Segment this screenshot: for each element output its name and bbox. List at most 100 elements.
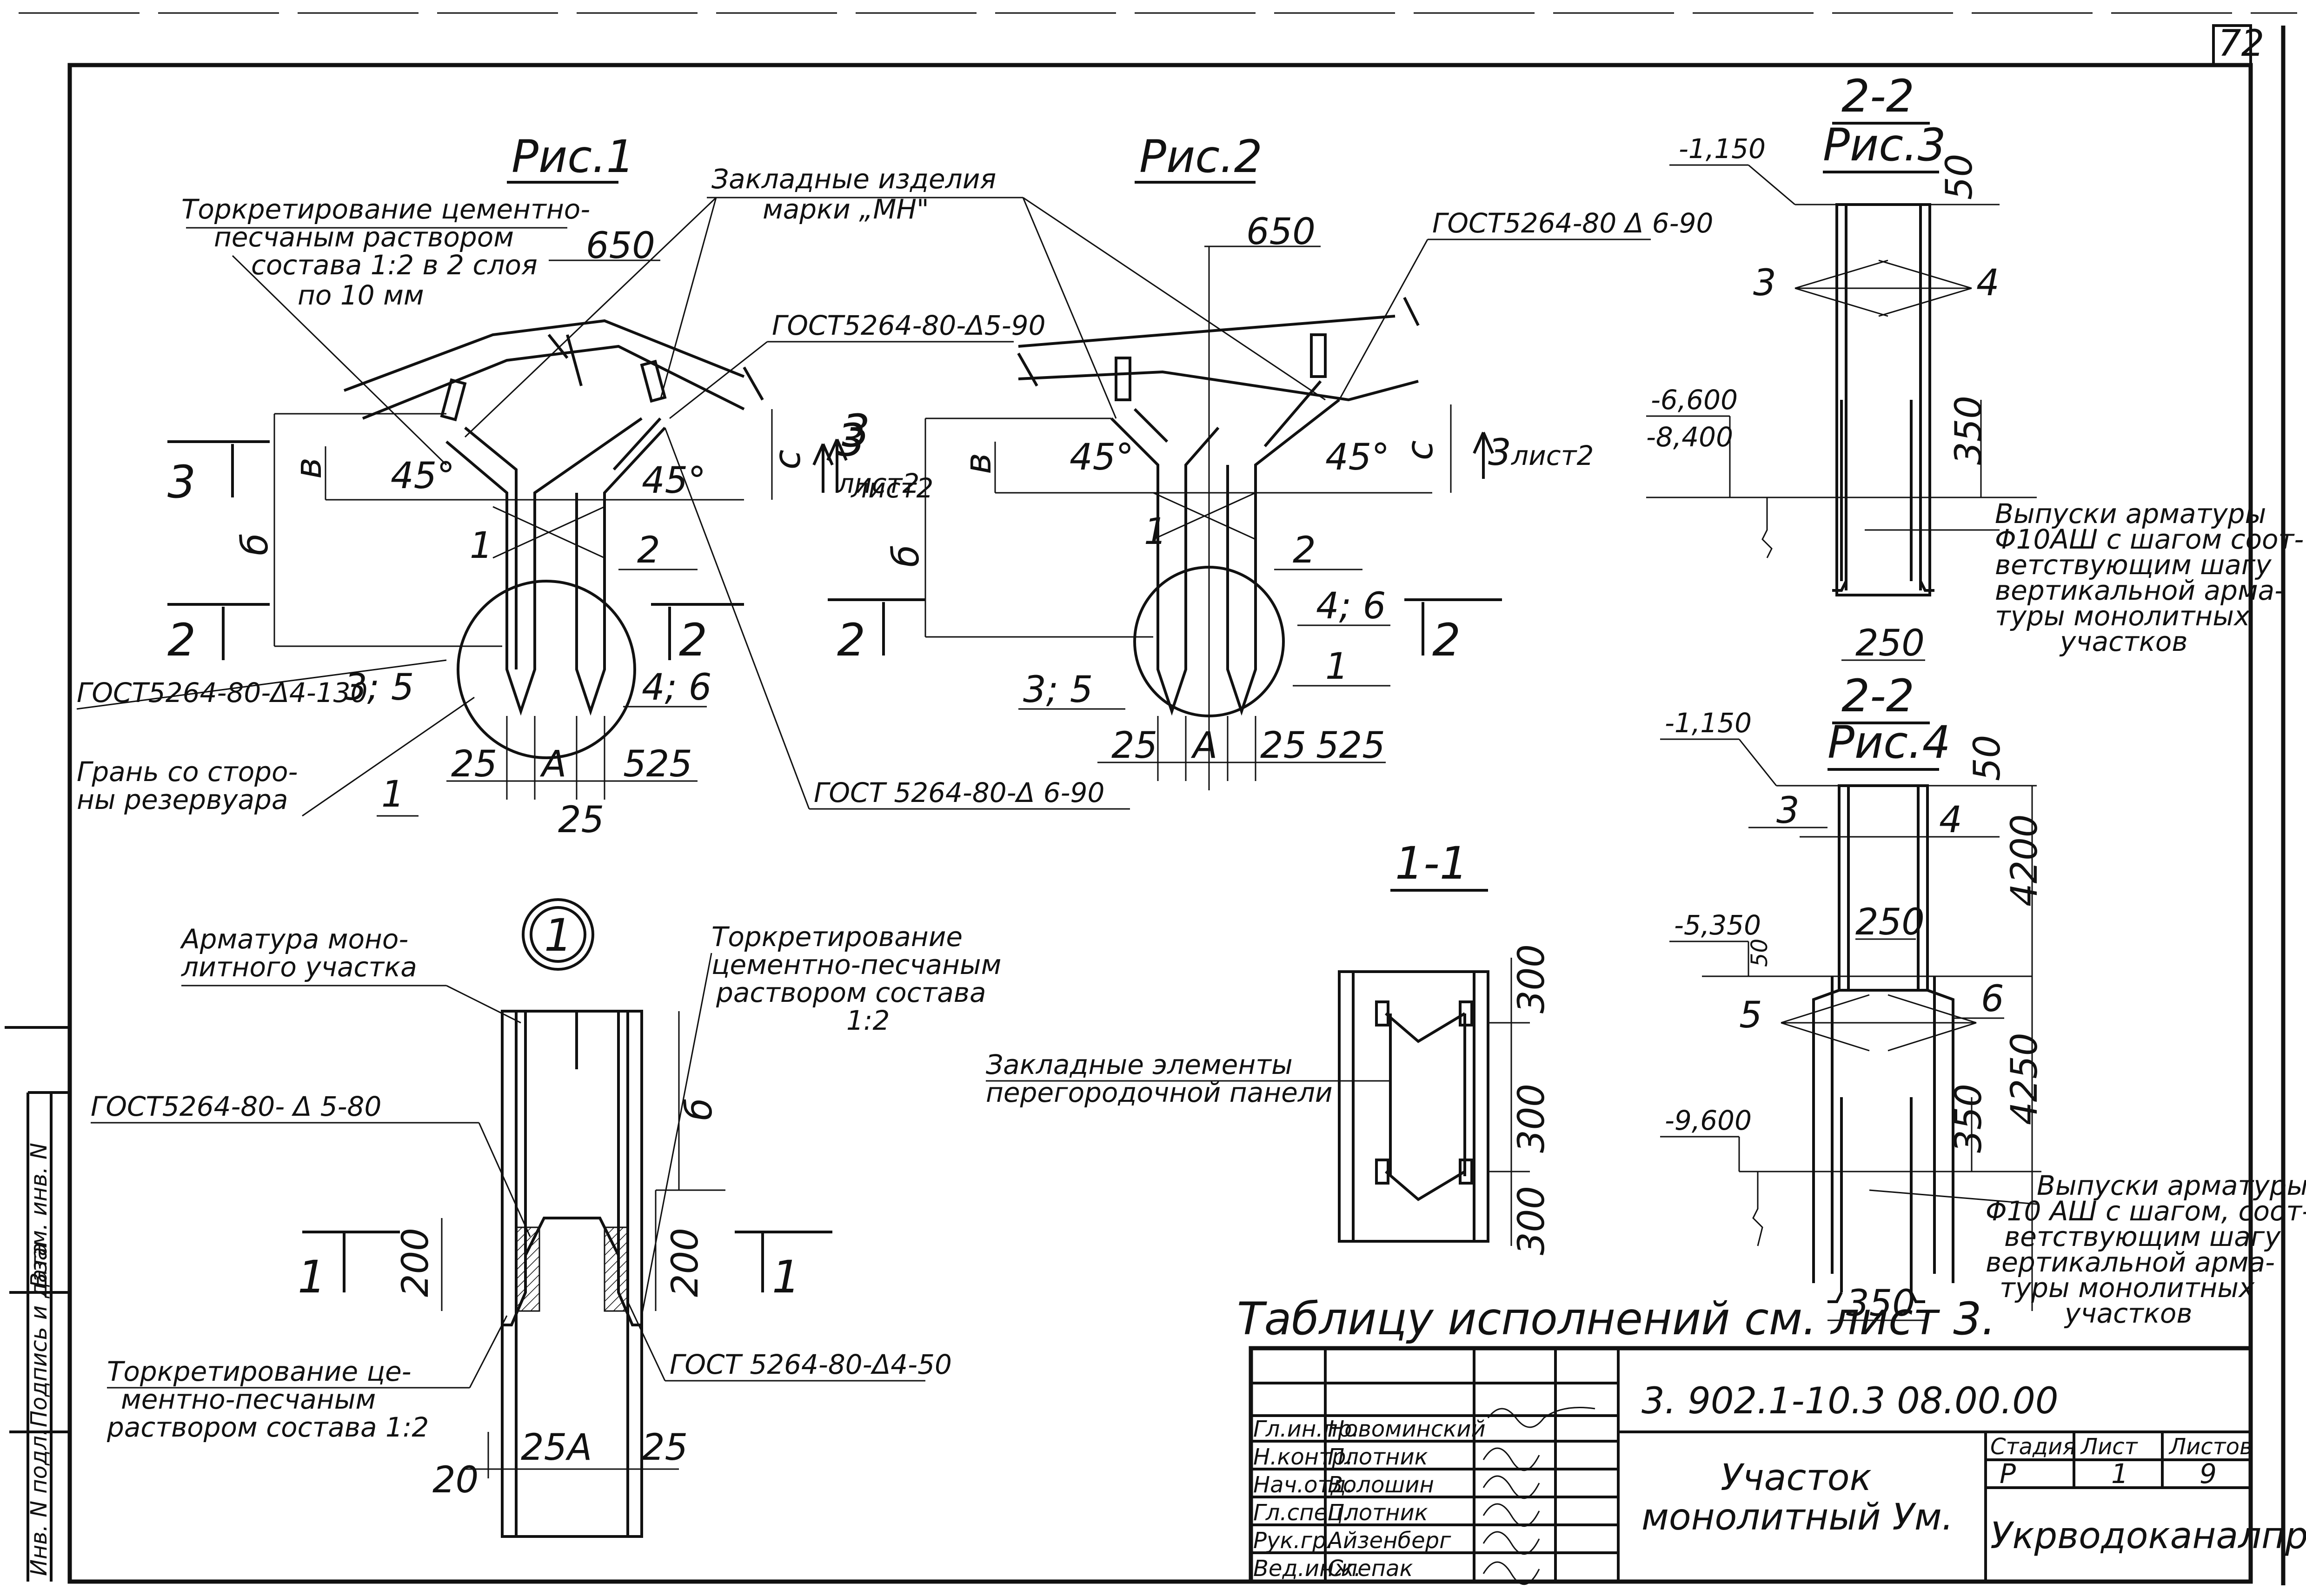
- fig1-sec3: 3: [167, 456, 196, 508]
- embedded-mn-2: марки „МН": [763, 193, 929, 225]
- fig3-section: 2-2: [1841, 70, 1914, 122]
- fig1-note-torkret-3: состава 1:2 в 2 слоя: [251, 249, 538, 281]
- node-1: 1 Арматура моно- литного участка Торкрет…: [91, 898, 1001, 1538]
- fig4-pos-4: 4: [1939, 799, 1962, 841]
- node1-dim-20: 20: [432, 1459, 478, 1501]
- fig3-note-2: Φ10АШ с шагом соот-: [1995, 523, 2304, 555]
- fig3-note-3: ветствующим шагу: [1995, 549, 2272, 581]
- fig1-title: Рис.1: [512, 131, 635, 183]
- fig1-pos-2: 2: [637, 530, 660, 571]
- title-org: Укрводоканалпроект: [1990, 1515, 2306, 1557]
- fig4-dim-50b: 50: [1747, 939, 1773, 967]
- fig2-pos-1a: 1: [1144, 511, 1167, 553]
- fig4-note-2: Φ10 АШ с шагом, соот-: [1986, 1195, 2306, 1227]
- fig3-lvl-2: -6,600: [1651, 384, 1738, 416]
- staff-role-5: Вед.инж.: [1253, 1556, 1361, 1582]
- fig1-sheet2: лист2: [837, 468, 919, 499]
- figure-2: Рис.2 ГОСТ5264-80 Δ 6-90 650 б в с 45° 4…: [826, 131, 1713, 790]
- title-h-sheet: Лист: [2080, 1434, 2139, 1460]
- embedded-mn-1: Закладные изделия: [711, 163, 996, 195]
- title-h-stage: Стадия: [1990, 1434, 2076, 1460]
- node1-sec1a: 1: [298, 1251, 326, 1303]
- fig4-dim-4200: 4200: [2004, 814, 2046, 907]
- fig3-pos-4: 4: [1976, 262, 2000, 304]
- fig4-pos-3: 3: [1776, 790, 1800, 832]
- fig1-dim-A: А: [539, 743, 566, 785]
- fig2-pos-35: 3; 5: [1023, 669, 1093, 711]
- fig1-note-torkret-2: песчаным раствором: [214, 221, 514, 253]
- fig1-pos-1: 1: [470, 525, 493, 567]
- section-1-1: 1-1 Закладные элементы перегородочной па…: [986, 837, 1553, 1255]
- fig2-title: Рис.2: [1139, 131, 1263, 183]
- sec11-dim-300b: 300: [1511, 1084, 1553, 1153]
- staff-role-0: Гл.ин.пр.: [1253, 1416, 1359, 1442]
- stamp-inv-podl: Инв. N подл.: [26, 1429, 52, 1576]
- fig2-dim-650: 650: [1246, 211, 1316, 253]
- fig2-sec3r: 3: [1488, 432, 1511, 474]
- staff-name-4: Айзенберг: [1326, 1528, 1451, 1554]
- title-v-sheets: 9: [2200, 1458, 2217, 1490]
- node1-dim-200b: 200: [665, 1228, 706, 1297]
- sec11-note-1: Закладные элементы: [986, 1049, 1293, 1080]
- fig1-note-torkret-1: Торкретирование цементно-: [181, 193, 590, 225]
- node1-torkret-top-1: Торкретирование: [711, 921, 963, 953]
- title-code: 3. 902.1-10.3 08.00.00: [1641, 1380, 2058, 1422]
- node1-marker: 1: [544, 909, 572, 961]
- staff-role-2: Нач.отд.: [1253, 1472, 1353, 1498]
- title-name-1: Участок: [1721, 1457, 1872, 1499]
- node1-rebar-note-2: литного участка: [181, 951, 417, 983]
- fig3-note-6: участков: [2059, 626, 2188, 657]
- fig4-lvl-2: -5,350: [1674, 909, 1761, 941]
- node1-dim-25a: 25: [521, 1427, 567, 1469]
- fig1-label-face-2: ны резервуара: [77, 784, 288, 815]
- tables-note: Таблицу исполнений см. лист 3.: [1237, 1293, 1996, 1345]
- fig4-dim-50a: 50: [1967, 735, 2008, 781]
- node1-dim-6: б: [678, 1098, 720, 1120]
- node1-torkret-bottom-2: ментно-песчаным: [121, 1384, 376, 1415]
- sec11-dim-300c: 300: [1511, 1186, 1553, 1255]
- fig1-dim-6: б: [234, 533, 276, 556]
- fig1-dim-b: в: [288, 457, 330, 479]
- fig4-note-1: Выпуски арматуры: [2037, 1170, 2306, 1201]
- node1-gost-2: ГОСТ 5264-80-Δ4-50: [670, 1349, 952, 1380]
- fig2-sec3: 3: [842, 405, 870, 457]
- fig4-note-4: вертикальной арма-: [1986, 1246, 2275, 1278]
- staff-name-2: Волошин: [1328, 1472, 1434, 1498]
- fig2-sheet2b: лист2: [1511, 440, 1594, 471]
- fig4-dim-350b: 350: [1846, 1283, 1915, 1324]
- fig1-label-face-1: Грань со сторо-: [77, 756, 298, 788]
- fig4-section: 2-2: [1841, 670, 1914, 722]
- node1-torkret-top-2: цементно-песчаным: [711, 949, 1001, 980]
- stamp-vzam: Взам. инв. N: [26, 1143, 52, 1288]
- fig3-lvl-3: -8,400: [1646, 421, 1733, 453]
- fig2-dim-b: в: [957, 453, 999, 474]
- node1-gost-1: ГОСТ5264-80- Δ 5-80: [91, 1091, 381, 1122]
- fig1-dim-25a: 25: [451, 743, 497, 785]
- fig2-dim-c: с: [1399, 440, 1441, 460]
- fig4-dim-4250: 4250: [2004, 1033, 2046, 1125]
- fig1-angle-right: 45°: [642, 460, 706, 502]
- node1-dim-25b: 25: [642, 1427, 688, 1469]
- fig3-note-5: туры монолитных: [1995, 600, 2250, 632]
- fig2-dim-525: 525: [1316, 725, 1385, 767]
- fig1-note-torkret-4: по 10 мм: [298, 279, 424, 311]
- fig3-note-1: Выпуски арматуры: [1995, 498, 2266, 530]
- fig4-dim-350: 350: [1948, 1084, 1990, 1153]
- fig2-sec2r: 2: [1432, 614, 1461, 666]
- drawing-frame: 72: [19, 12, 2297, 1585]
- fig4-note-5: туры монолитных: [2000, 1272, 2255, 1304]
- staff-name-1: Плотник: [1328, 1444, 1428, 1470]
- fig2-dim-25b: 25: [1260, 725, 1306, 767]
- node1-torkret-top-4: 1:2: [846, 1005, 890, 1036]
- fig1-angle-left: 45°: [391, 455, 455, 497]
- fig1-sec2r: 2: [679, 614, 707, 666]
- figure-3: 2-2 Рис.3 -1,150 50 3 4 -6,600 -8,400 35…: [1646, 70, 2304, 664]
- node1-rebar-note-1: Арматура моно-: [179, 923, 408, 955]
- shared-labels: Закладные изделия марки „МН" ГОСТ5264-80…: [464, 163, 1326, 810]
- fig4-lvl-3: -9,600: [1665, 1105, 1752, 1136]
- fig1-pos-46: 4; 6: [642, 667, 711, 709]
- fig1-dim-525: 525: [623, 743, 692, 785]
- fig2-dim-6: б: [885, 545, 927, 567]
- signature-marks: [1482, 1407, 1595, 1585]
- fig1-sec3r: 3: [837, 414, 865, 466]
